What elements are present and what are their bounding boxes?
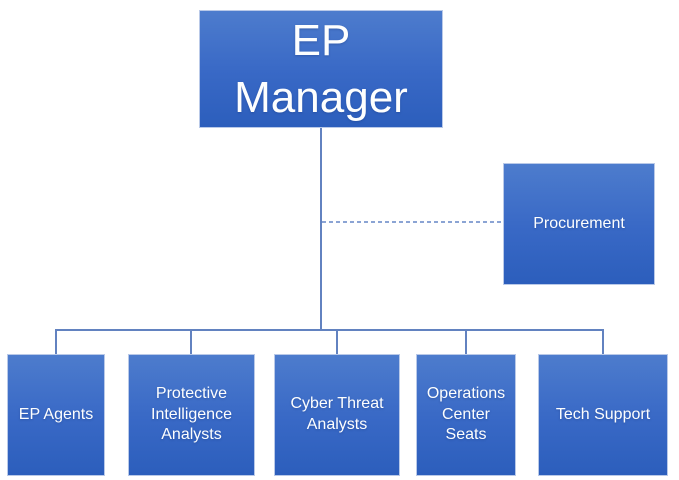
org-node-protective-intelligence-analysts: Protective Intelligence Analysts bbox=[128, 354, 255, 476]
org-node-protective-intelligence-analysts-label: Protective Intelligence Analysts bbox=[151, 384, 232, 444]
connector-drop-protective-intelligence bbox=[190, 329, 192, 354]
org-node-cyber-threat-analysts-label: Cyber Threat Analysts bbox=[290, 395, 384, 433]
org-node-tech-support-label: Tech Support bbox=[555, 405, 651, 423]
org-node-ep-agents: EP Agents bbox=[7, 354, 105, 476]
connector-drop-cyber-threat bbox=[336, 329, 338, 354]
connector-horizontal-bar bbox=[55, 329, 604, 331]
connector-drop-operations-center bbox=[465, 329, 467, 354]
connector-drop-tech-support bbox=[602, 329, 604, 354]
org-node-operations-center-seats: Operations Center Seats bbox=[416, 354, 516, 476]
org-node-cyber-threat-analysts: Cyber Threat Analysts bbox=[274, 354, 400, 476]
org-node-procurement: Procurement bbox=[503, 163, 655, 285]
connector-drop-ep-agents bbox=[55, 329, 57, 354]
org-node-operations-center-seats-label: Operations Center Seats bbox=[426, 384, 506, 444]
org-node-ep-manager-label: EP Manager bbox=[234, 15, 408, 122]
connector-trunk-vertical bbox=[320, 128, 322, 330]
org-node-ep-manager: EP Manager bbox=[199, 10, 443, 128]
org-node-procurement-label: Procurement bbox=[533, 214, 625, 232]
org-node-tech-support: Tech Support bbox=[538, 354, 668, 476]
org-node-ep-agents-label: EP Agents bbox=[18, 405, 94, 423]
connector-dashed-procurement bbox=[322, 221, 503, 223]
